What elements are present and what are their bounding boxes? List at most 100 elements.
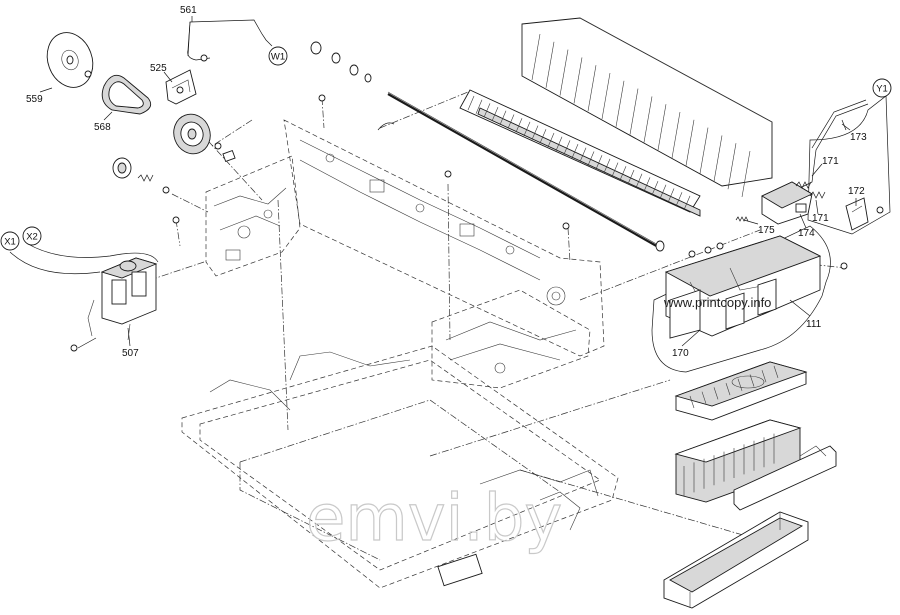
rib	[611, 162, 619, 177]
rib	[737, 378, 743, 391]
rib	[651, 180, 659, 196]
rib	[701, 391, 707, 404]
rib	[531, 33, 541, 81]
rib	[761, 370, 767, 383]
ink-pad-tray-1	[674, 361, 808, 421]
label-559: 559	[26, 94, 43, 105]
connector-w1: W1	[268, 46, 288, 66]
rib	[773, 365, 779, 378]
rib	[627, 169, 635, 185]
rib	[725, 383, 731, 396]
svg-text:X1: X1	[4, 237, 16, 248]
connector-x2: X2	[22, 226, 42, 246]
rib	[713, 387, 719, 400]
label-173: 173	[850, 132, 867, 143]
rib	[629, 88, 639, 135]
rear-main-frame	[283, 119, 605, 357]
part-559-disk	[39, 32, 94, 93]
label-525: 525	[150, 63, 167, 74]
pulley-gear	[173, 113, 236, 163]
part-561-cable	[187, 16, 273, 62]
label-171-top: 171	[822, 156, 839, 167]
connector-x1: X1	[0, 231, 20, 251]
watermark-url: www.printcopy.info	[663, 295, 771, 310]
part-525-bracket	[163, 69, 197, 105]
label-111: 111	[806, 319, 822, 330]
part-173-lever	[799, 99, 869, 189]
rib	[547, 132, 555, 148]
part-175-spring	[735, 216, 749, 222]
label-174: 174	[798, 228, 815, 239]
rib	[667, 188, 675, 203]
rib	[475, 99, 483, 114]
label-507: 507	[122, 348, 139, 359]
part-171-spring	[795, 181, 826, 199]
rib	[467, 95, 475, 111]
left-side-frame	[205, 155, 301, 277]
rib	[563, 140, 571, 155]
ink-pad-strip	[733, 445, 837, 511]
rib	[749, 374, 755, 387]
label-172: 172	[848, 186, 865, 197]
connector-callouts: W1 Y1 X1 X2	[0, 46, 892, 251]
part-111-housing	[664, 235, 822, 339]
rib	[531, 125, 539, 140]
rib	[579, 147, 587, 162]
part-568-belt	[101, 74, 152, 121]
rib	[685, 119, 695, 166]
rib	[559, 49, 569, 96]
ink-pad-block	[674, 419, 802, 503]
rib	[643, 96, 653, 143]
label-171-bottom: 171	[812, 213, 829, 224]
waste-ink-tray	[663, 511, 809, 609]
rib	[499, 110, 507, 125]
watermark-logo: emvi.by	[306, 482, 562, 556]
rib	[571, 143, 579, 159]
part-number-labels: 559 561 525 568 507 173 171 171 172 175 …	[26, 5, 867, 359]
rib	[595, 155, 603, 170]
rib	[587, 151, 595, 166]
alignment-lines	[149, 91, 847, 541]
roller-shaft	[310, 41, 665, 252]
rib	[507, 114, 515, 129]
rib	[659, 184, 667, 199]
rib	[545, 41, 555, 88]
paper-guide-lower	[459, 89, 701, 217]
label-568: 568	[94, 122, 111, 133]
rib	[713, 135, 723, 182]
rib	[615, 80, 625, 127]
rib	[587, 65, 597, 112]
rib	[727, 143, 737, 190]
part-172-bracket	[845, 197, 869, 231]
rib	[643, 177, 651, 192]
rib	[555, 136, 563, 151]
rib	[523, 121, 531, 137]
label-175: 175	[758, 225, 775, 236]
rib	[675, 192, 683, 207]
svg-text:W1: W1	[271, 52, 285, 63]
rib	[601, 72, 611, 120]
label-170: 170	[672, 348, 689, 359]
part-507-motor-assembly	[9, 243, 159, 349]
screws	[70, 94, 884, 352]
rib	[741, 150, 751, 198]
rib	[635, 173, 643, 188]
svg-text:X2: X2	[26, 232, 38, 243]
rib	[491, 106, 499, 122]
front-lower-frame	[431, 289, 591, 389]
paper-guide-upper	[521, 17, 773, 198]
svg-text:Y1: Y1	[876, 84, 888, 95]
connector-y1: Y1	[872, 78, 892, 98]
rib	[683, 195, 691, 211]
rib	[671, 111, 681, 159]
rib	[539, 129, 547, 144]
label-561: 561	[180, 5, 197, 16]
rib	[483, 103, 491, 118]
right-assembly-boundary	[651, 95, 891, 373]
label-leaders	[681, 123, 857, 347]
rib	[619, 166, 627, 181]
rib	[699, 127, 709, 174]
rib	[689, 395, 695, 409]
rib	[603, 158, 611, 174]
